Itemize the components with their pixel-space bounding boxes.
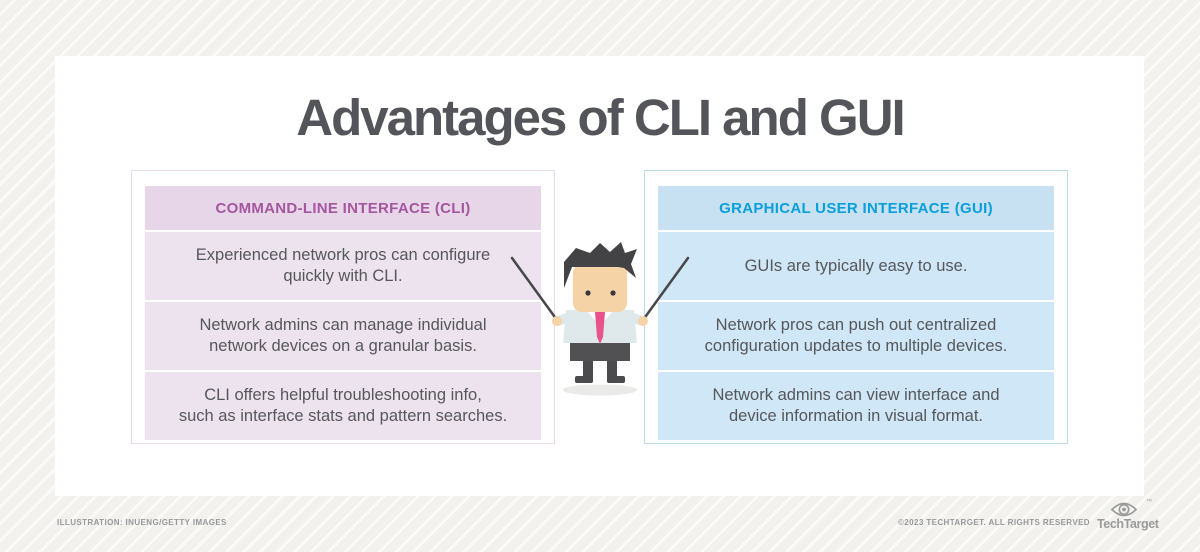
character-hands: [552, 316, 648, 326]
cli-advantage-row: CLI offers helpful troubleshooting info,…: [145, 372, 541, 440]
gui-advantage-row: Network pros can push out centralized co…: [658, 302, 1054, 370]
cli-advantage-row: Network admins can manage individual net…: [145, 302, 541, 370]
character-hair: [564, 242, 637, 288]
row-text-line: configuration updates to multiple device…: [704, 337, 1008, 355]
character-legs: [575, 354, 625, 383]
gui-panel-header: GRAPHICAL USER INTERFACE (GUI): [658, 186, 1054, 230]
row-text-line: quickly with CLI.: [283, 267, 403, 285]
presenter-character-illustration: [510, 242, 690, 396]
cli-panel: COMMAND-LINE INTERFACE (CLI) Experienced…: [131, 170, 555, 444]
illustration-credit: ILLUSTRATION: INUENG/GETTY IMAGES: [57, 518, 227, 527]
gui-advantage-row: GUIs are typically easy to use.: [658, 232, 1054, 300]
row-text-line: network devices on a granular basis.: [209, 337, 477, 355]
row-text-line: Network admins can manage individual: [199, 316, 487, 334]
row-text-line: Network pros can push out centralized: [715, 316, 997, 334]
copyright-notice: ©2023 TECHTARGET. ALL RIGHTS RESERVED: [898, 518, 1090, 527]
techtarget-eye-icon: [1110, 502, 1138, 517]
pointer-stick-left: [510, 256, 559, 322]
techtarget-logo: ™ TechTarget: [1097, 499, 1159, 531]
character-shadow: [563, 384, 637, 396]
gui-panel: GRAPHICAL USER INTERFACE (GUI) GUIs are …: [644, 170, 1068, 444]
gui-advantage-row: Network admins can view interface and de…: [658, 372, 1054, 440]
character-tie: [595, 312, 605, 344]
character-eyes: [585, 290, 616, 296]
trademark-symbol: ™: [1146, 499, 1152, 505]
cli-advantage-row: Experienced network pros can configure q…: [145, 232, 541, 300]
page-title: Advantages of CLI and GUI: [296, 89, 905, 146]
row-text-line: Network admins can view interface and: [712, 386, 1000, 404]
row-text-line: GUIs are typically easy to use.: [744, 256, 968, 275]
techtarget-wordmark: TechTarget: [1097, 517, 1159, 531]
row-text-line: Experienced network pros can configure: [195, 246, 491, 264]
row-text-line: such as interface stats and pattern sear…: [178, 407, 508, 425]
cli-panel-header: COMMAND-LINE INTERFACE (CLI): [145, 186, 541, 230]
row-text-line: CLI offers helpful troubleshooting info,: [204, 386, 482, 404]
character-torso: [553, 310, 647, 344]
pointer-stick-right: [641, 256, 690, 322]
character-shorts: [570, 341, 630, 361]
row-text-line: device information in visual format.: [728, 407, 984, 425]
character-face: [573, 264, 627, 312]
